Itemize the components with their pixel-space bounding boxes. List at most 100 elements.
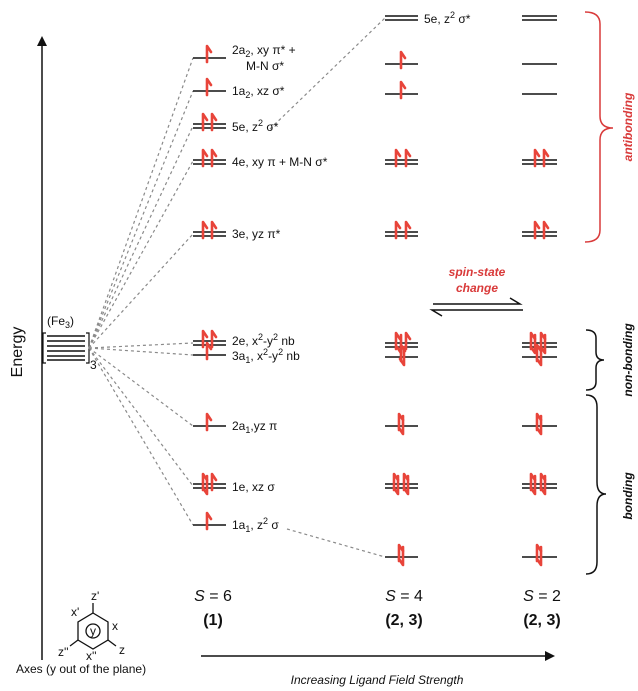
electron-up-arrow [205, 412, 213, 432]
electron-up-arrow [201, 472, 209, 492]
energy-label: Energy [9, 327, 26, 378]
nonbonding-brace [585, 329, 605, 391]
fe3-label: (Fe3) [47, 314, 74, 330]
s4-label: S = 4 [385, 588, 423, 605]
electrons [201, 44, 550, 567]
label-5e: 5e, z2 σ* [232, 118, 279, 134]
axis-x-top: x' [71, 605, 79, 619]
electron-up-arrow [205, 44, 213, 64]
s2-label: S = 2 [523, 588, 561, 605]
bonding-label: bonding [621, 472, 635, 520]
electron-up-arrow [529, 331, 537, 351]
electron-down-arrow [539, 333, 547, 355]
axis-y-center: y [90, 624, 96, 638]
correlation-lines [88, 17, 386, 558]
electron-up-arrow [394, 331, 402, 351]
electron-up-arrow [399, 80, 407, 100]
axes-labels: z' x' x z z'' x'' y [58, 589, 125, 663]
electron-up-arrow [535, 343, 543, 363]
electron-down-arrow [535, 414, 543, 436]
electron-down-arrow [529, 474, 537, 496]
s6-label: S = 6 [194, 588, 232, 605]
electron-down-arrow [402, 474, 410, 496]
fe3-block: (Fe3) 3 [42, 314, 97, 372]
axis-z-right: z [119, 643, 125, 657]
antibonding-brace [584, 11, 614, 243]
electron-down-arrow [397, 414, 405, 436]
electron-up-arrow [397, 412, 405, 432]
electron-up-arrow [539, 331, 547, 351]
electron-up-arrow [210, 220, 218, 240]
s2-compound: (2, 3) [523, 612, 560, 629]
electron-up-arrow [392, 472, 400, 492]
spin-state-change: spin-state change [429, 265, 523, 317]
label-1e: 1e, xz σ [232, 480, 275, 494]
electron-up-arrow [210, 148, 218, 168]
electron-up-arrow [205, 341, 213, 361]
electron-up-arrow [404, 220, 412, 240]
electron-up-arrow [535, 412, 543, 432]
electron-up-arrow [529, 472, 537, 492]
label-3a1: 3a1, x2-y2 nb [232, 347, 300, 365]
nonbonding-label: non-bonding [621, 323, 635, 397]
electron-up-arrow [394, 220, 402, 240]
electron-up-arrow [201, 329, 209, 349]
label-5e-top: 5e, z2 σ* [424, 10, 471, 26]
fe3-bracket-sub: 3 [90, 358, 97, 372]
orbital-labels: 2a2, xy π* + M-N σ* 1a2, xz σ* 5e, z2 σ*… [232, 10, 471, 534]
electron-up-arrow [205, 511, 213, 531]
s2-levels [522, 15, 557, 558]
axis-x-right: x [112, 619, 118, 633]
electron-down-arrow [535, 545, 543, 567]
electron-down-arrow [398, 345, 406, 367]
electron-down-arrow [201, 474, 209, 496]
electron-up-arrow [210, 472, 218, 492]
electron-up-arrow [535, 543, 543, 563]
electron-up-arrow [397, 543, 405, 563]
spin-change-line2: change [456, 281, 498, 295]
axes-diagram [69, 603, 117, 650]
axes-caption: Axes (y out of the plane) [16, 662, 146, 676]
s4-compound: (2, 3) [385, 612, 422, 629]
spin-change-line1: spin-state [449, 265, 506, 279]
electron-up-arrow [402, 472, 410, 492]
label-2e: 2e, x2-y2 nb [232, 332, 295, 348]
electron-down-arrow [392, 474, 400, 496]
electron-up-arrow [394, 148, 402, 168]
electron-up-arrow [399, 50, 407, 70]
electron-up-arrow [201, 220, 209, 240]
antibonding-label: antibonding [621, 92, 635, 161]
electron-up-arrow [404, 331, 412, 351]
electron-up-arrow [542, 148, 550, 168]
electron-up-arrow [201, 112, 209, 132]
axis-z-bottom: z'' [58, 645, 69, 659]
label-2a1: 2a1,yz π [232, 419, 277, 435]
label-1a1: 1a1, z2 σ [232, 516, 279, 534]
electron-up-arrow [210, 329, 218, 349]
electron-up-arrow [205, 77, 213, 97]
braces [584, 11, 614, 575]
electron-down-arrow [539, 474, 547, 496]
electron-up-arrow [542, 220, 550, 240]
electron-up-arrow [404, 148, 412, 168]
label-2a2-line2: M-N σ* [246, 59, 284, 73]
axis-x-bottom: x'' [86, 649, 97, 663]
electron-up-arrow [539, 472, 547, 492]
axis-z-top: z' [91, 589, 99, 603]
electron-down-arrow [529, 333, 537, 355]
s6-levels [193, 57, 226, 526]
label-2a2: 2a2, xy π* + [232, 43, 296, 59]
ligand-field-label: Increasing Ligand Field Strength [291, 673, 464, 687]
electron-up-arrow [533, 220, 541, 240]
label-4e: 4e, xy π + M-N σ* [232, 155, 328, 169]
electron-down-arrow [535, 345, 543, 367]
electron-up-arrow [201, 148, 209, 168]
label-1a2: 1a2, xz σ* [232, 84, 285, 100]
electron-down-arrow [397, 545, 405, 567]
s4-levels [385, 15, 418, 558]
s6-compound: (1) [203, 612, 223, 629]
electron-up-arrow [210, 112, 218, 132]
spin-state-labels: S = 6 (1) S = 4 (2, 3) S = 2 (2, 3) [194, 588, 561, 629]
label-3e: 3e, yz π* [232, 227, 281, 241]
